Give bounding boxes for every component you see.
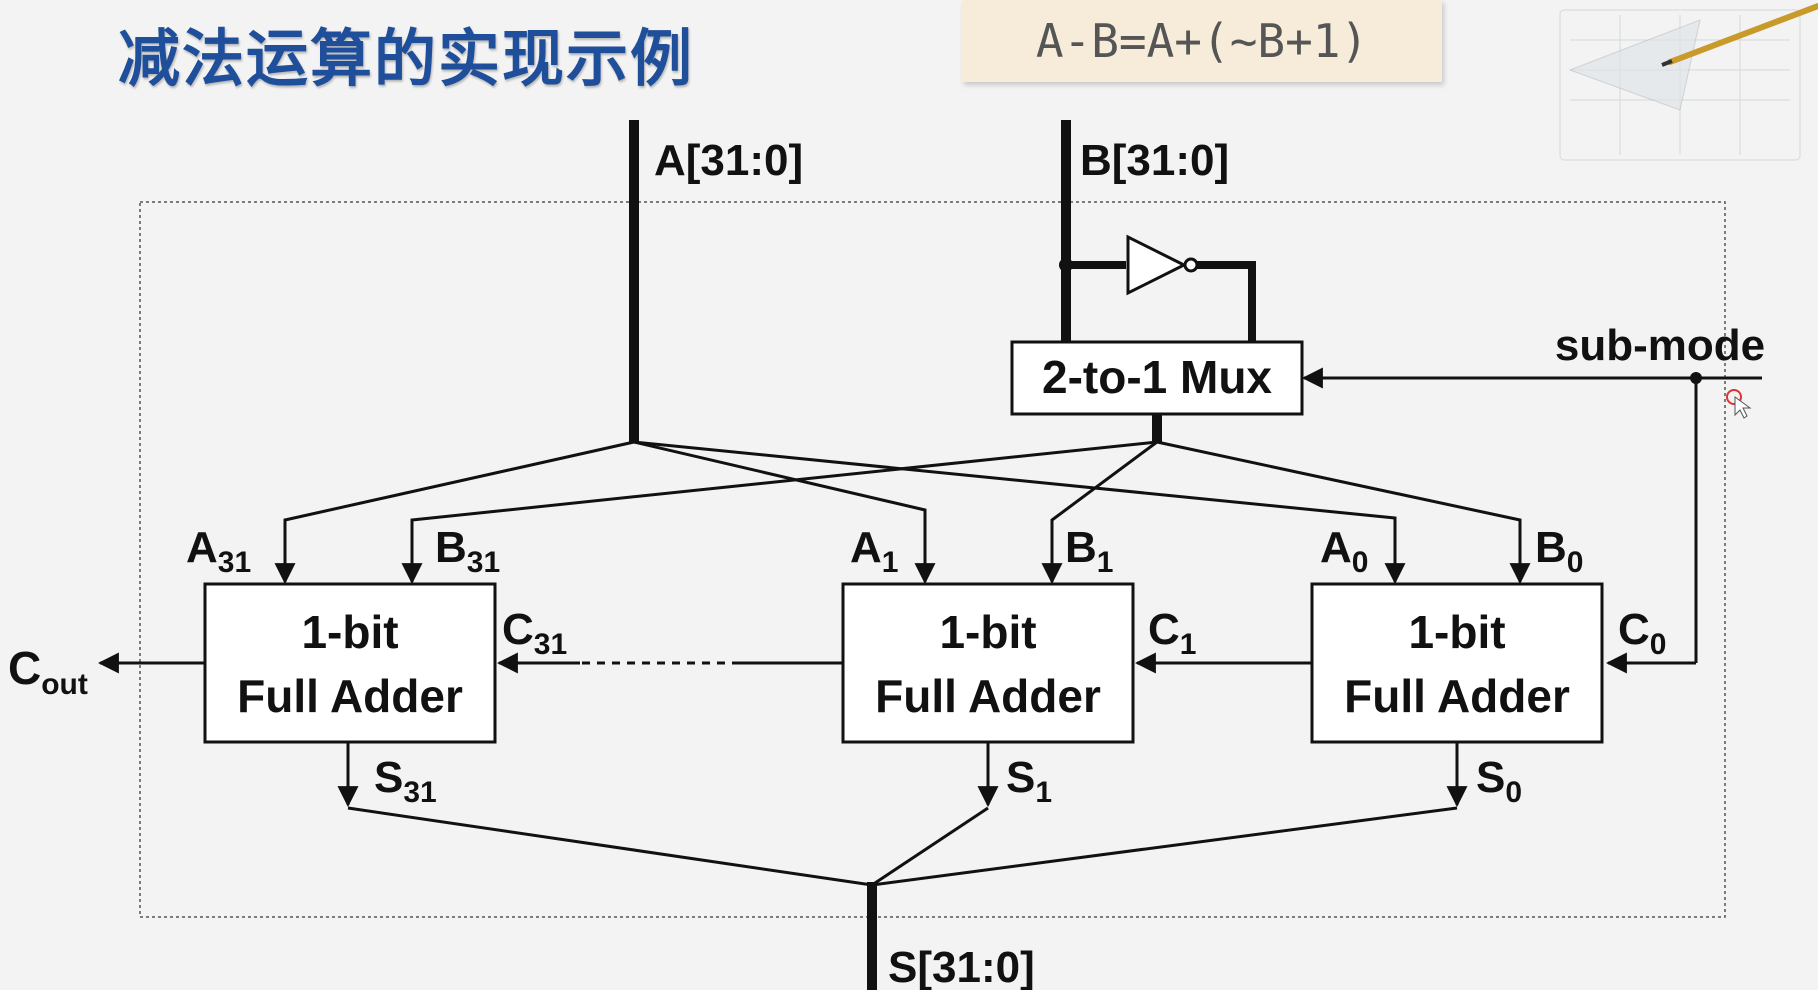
svg-text:C0: C0 xyxy=(1618,605,1666,661)
svg-text:B1: B1 xyxy=(1065,523,1113,579)
svg-text:Cout: Cout xyxy=(8,642,88,701)
svg-text:1-bit: 1-bit xyxy=(939,606,1036,658)
svg-text:B31: B31 xyxy=(435,523,500,579)
svg-text:A0: A0 xyxy=(1320,523,1368,579)
svg-text:Full Adder: Full Adder xyxy=(875,670,1101,722)
adder-31: 1-bit Full Adder xyxy=(203,582,497,744)
circuit-boundary xyxy=(139,201,1726,918)
mux-label: 2-to-1 Mux xyxy=(1042,351,1272,403)
cursor-icon xyxy=(1726,389,1752,419)
adder-0: 1-bit Full Adder xyxy=(1310,582,1604,744)
svg-text:1-bit: 1-bit xyxy=(1408,606,1505,658)
formula-note: A-B=A+(~B+1) xyxy=(962,0,1442,82)
svg-text:Full Adder: Full Adder xyxy=(237,670,463,722)
svg-text:C31: C31 xyxy=(502,605,567,661)
adder-input-labels: A31 B31 A1 B1 A0 B0 xyxy=(186,523,1583,579)
svg-text:A1: A1 xyxy=(850,523,898,579)
s-bus-label: S[31:0] xyxy=(888,943,1035,990)
svg-text:S0: S0 xyxy=(1476,753,1522,809)
mux-block xyxy=(1010,340,1304,416)
svg-text:S31: S31 xyxy=(374,753,437,809)
svg-text:C1: C1 xyxy=(1148,605,1196,661)
sum-labels: S31 S1 S0 xyxy=(374,753,1522,809)
svg-text:S1: S1 xyxy=(1006,753,1052,809)
slide-title: 减法运算的实现示例 xyxy=(118,22,695,95)
svg-text:A31: A31 xyxy=(186,523,251,579)
sub-mode-label: sub-mode xyxy=(1555,321,1765,370)
carry-labels: C31 C1 C0 Cout xyxy=(8,605,1666,701)
a-bus-label: A[31:0] xyxy=(654,136,803,185)
drafting-decoration xyxy=(1559,3,1818,161)
adder-1: 1-bit Full Adder xyxy=(841,582,1135,744)
svg-text:Full Adder: Full Adder xyxy=(1344,670,1570,722)
svg-text:1-bit: 1-bit xyxy=(301,606,398,658)
svg-text:B0: B0 xyxy=(1535,523,1583,579)
inverter-icon xyxy=(1126,234,1188,296)
pencil-icon xyxy=(1667,3,1818,65)
b-bus-label: B[31:0] xyxy=(1080,136,1229,185)
